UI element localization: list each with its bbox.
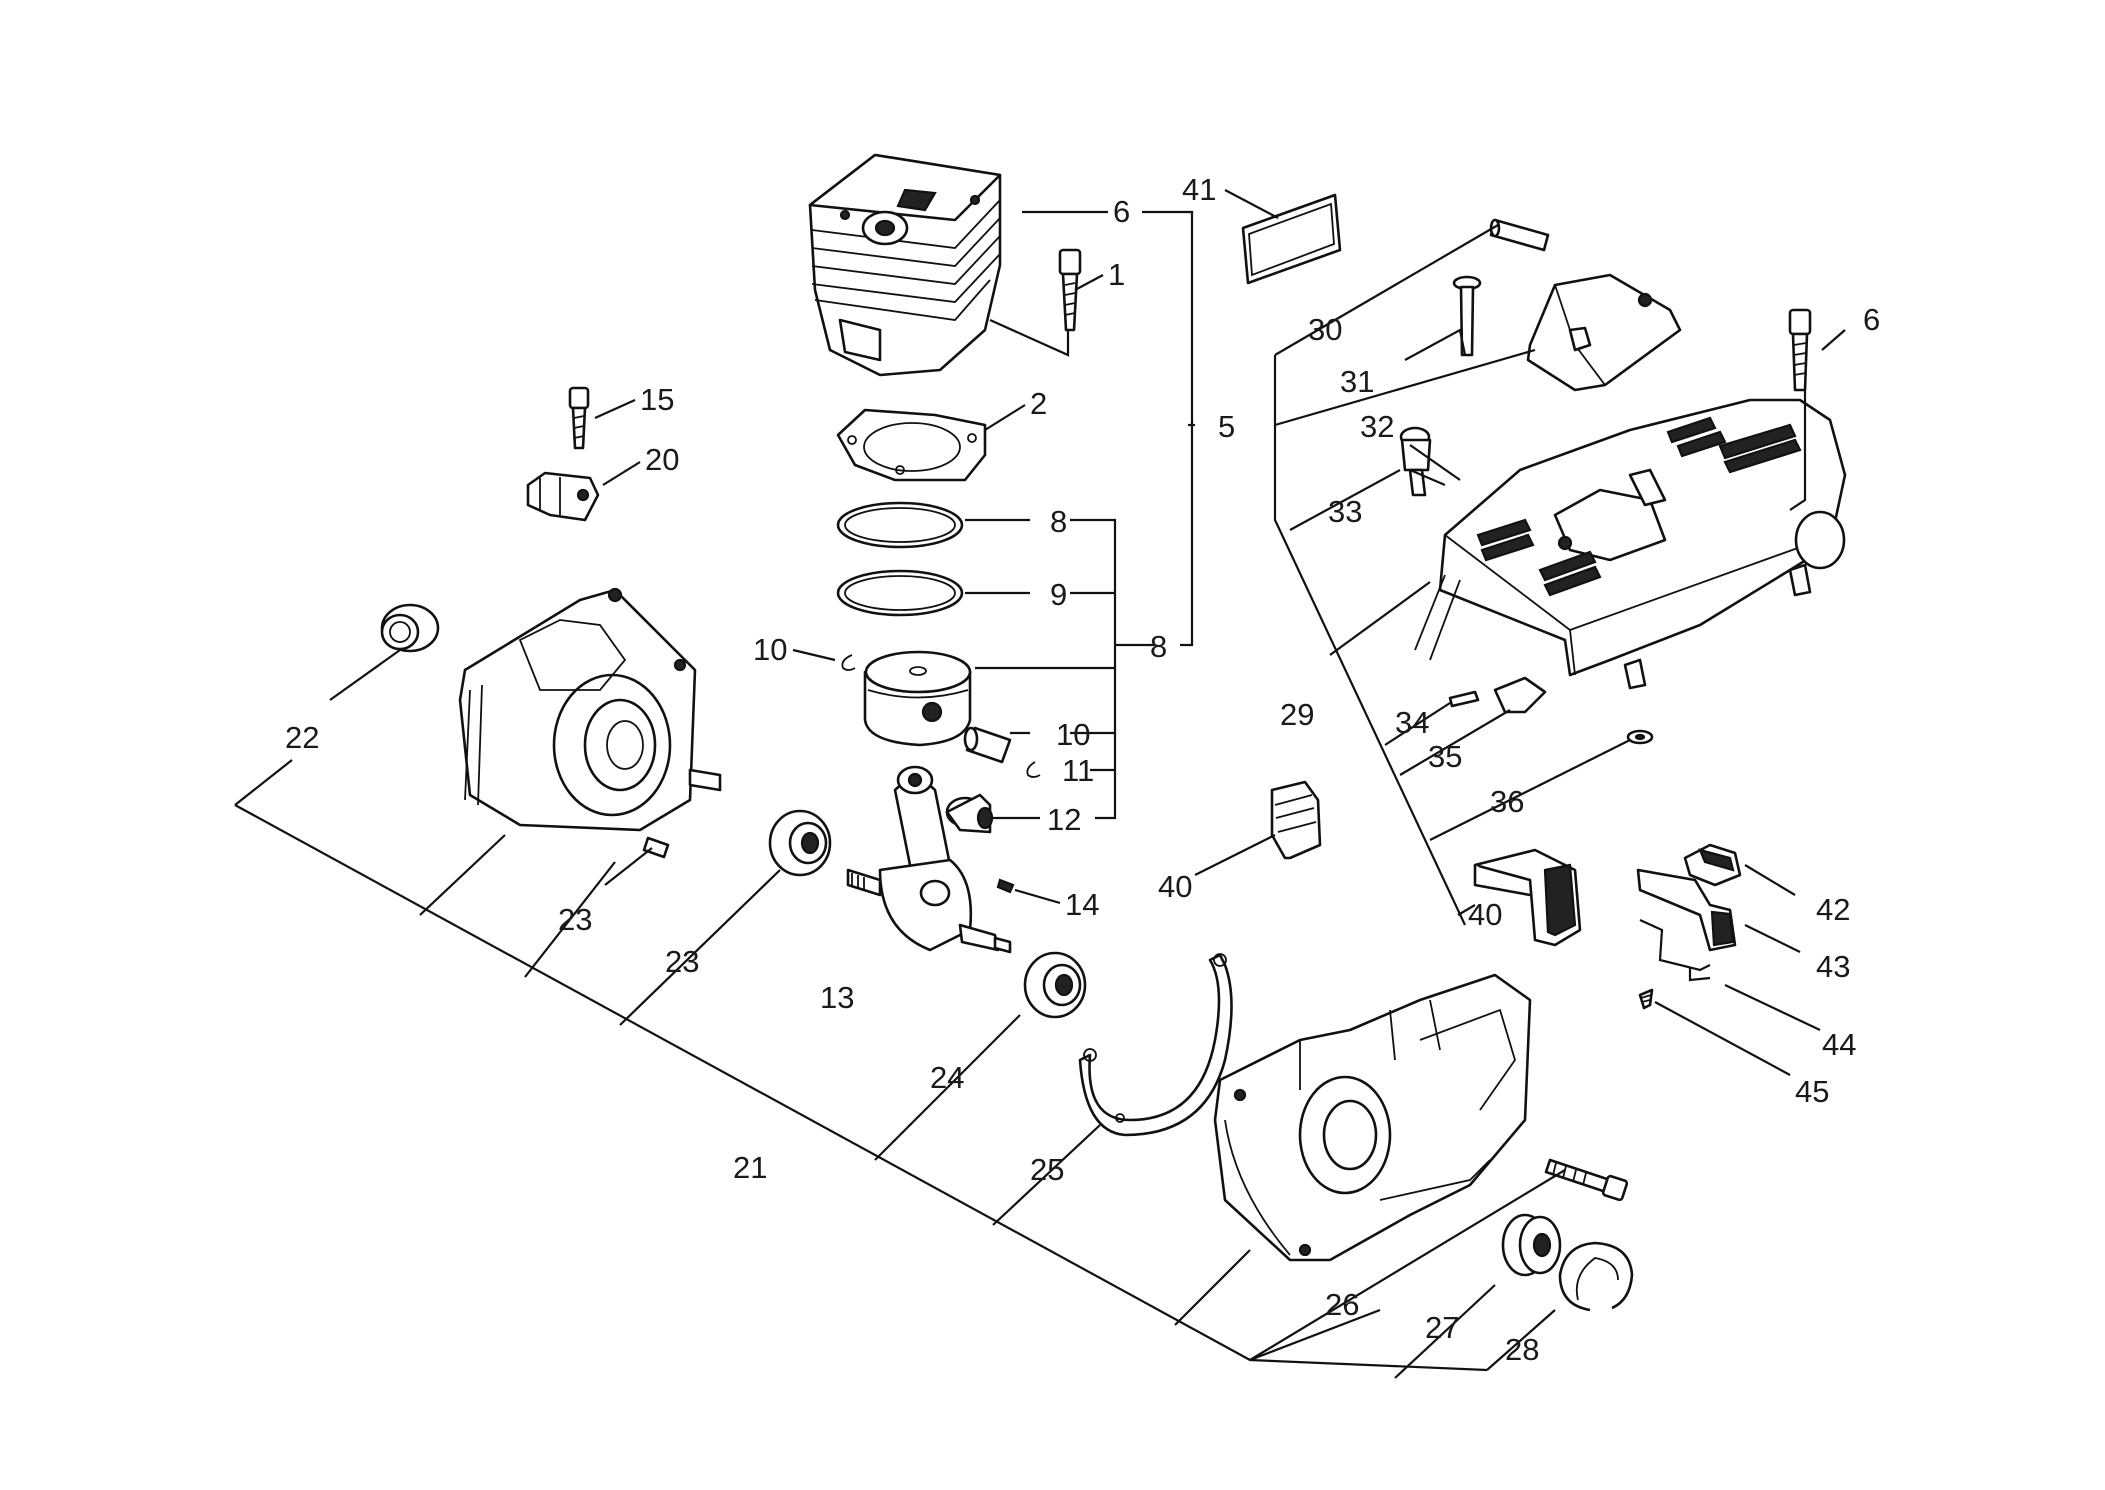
part-tapping-screw (1638, 988, 1654, 1010)
part-cylinder (808, 153, 1002, 377)
part-chain-guide (1683, 843, 1742, 887)
callout-30: 31 (1340, 364, 1374, 399)
part-label-sticker (1241, 193, 1342, 285)
callout-28: 29 (1280, 697, 1314, 732)
part-filter-holder (1526, 273, 1682, 392)
part-crankcase-left (458, 587, 722, 832)
callout-9: 10 (1056, 717, 1090, 752)
callout-33: 34 (1395, 705, 1429, 740)
callout-10-left: 10 (753, 632, 787, 667)
callout-23-left: 23 (665, 944, 699, 979)
callout-20: 21 (733, 1150, 767, 1185)
callout-25: 26 (1325, 1287, 1359, 1322)
callout-43: 43 (1816, 949, 1850, 984)
part-bolt-cover (1788, 308, 1812, 392)
callout-12: 13 (820, 980, 854, 1015)
part-dowel-pin (642, 836, 670, 859)
callout-36: 40 (1468, 897, 1502, 932)
callout-41: 41 (1182, 172, 1216, 207)
part-cover-knob (1399, 426, 1432, 497)
callout-6-cylinder: 6 (1113, 194, 1130, 229)
part-piston-ring-upper (836, 501, 964, 549)
callout-8-lower: 9 (1050, 577, 1067, 612)
part-piston-pin (963, 726, 1012, 764)
callout-23-right: 24 (930, 1060, 964, 1095)
callout-34: 35 (1428, 739, 1462, 774)
callout-40: 40 (1158, 869, 1192, 904)
part-small-pin (1448, 690, 1480, 708)
part-bolt-small (568, 386, 590, 450)
callout-13: 14 (1065, 887, 1099, 922)
part-woodruff-key (996, 878, 1015, 894)
part-crankcase-right (1213, 973, 1532, 1262)
callout-44: 44 (1822, 1027, 1856, 1062)
leader-lines (234, 189, 1846, 1379)
callout-10-right: 11 (1062, 753, 1094, 788)
callout-15: 20 (645, 442, 679, 477)
part-filter-bracket (1473, 848, 1582, 947)
part-bracket (526, 471, 600, 522)
part-latch (1493, 676, 1547, 714)
callout-2: 2 (1030, 386, 1047, 421)
part-piston (863, 650, 972, 747)
callout-14: 15 (640, 382, 674, 417)
part-oil-seal-left (380, 603, 440, 653)
callout-21: 22 (285, 720, 319, 755)
callout-31: 32 (1360, 409, 1394, 444)
part-gasket (836, 408, 987, 482)
part-circlip-right (1026, 761, 1041, 778)
part-crankcase-gasket (1078, 953, 1233, 1137)
part-piston-ring-lower (836, 569, 964, 617)
callout-5: 5 (1218, 409, 1235, 444)
callout-numbers: 6 1 2 5 8 9 8 10 10 11 12 14 13 15 20 22… (285, 172, 1880, 1367)
part-washer (1626, 729, 1654, 745)
part-snap-ring (1558, 1241, 1634, 1312)
part-ball-bearing-right (1023, 951, 1087, 1019)
callout-6-cover: 6 (1863, 302, 1880, 337)
part-cover-screw (1452, 275, 1482, 357)
part-circlip-left (841, 654, 856, 671)
callout-45: 45 (1795, 1074, 1829, 1109)
callout-29: 30 (1308, 312, 1342, 347)
part-ball-bearing-left (768, 809, 832, 877)
part-bolt-cylinder (1058, 248, 1082, 332)
part-top-cover (1414, 398, 1847, 690)
callout-7: 8 (1150, 629, 1167, 664)
part-crankcase-bolt (1544, 1158, 1629, 1202)
callout-32: 33 (1328, 494, 1362, 529)
callout-27: 28 (1505, 1332, 1539, 1367)
callout-22: 23 (558, 902, 592, 937)
callout-8-upper: 8 (1050, 504, 1067, 539)
part-needle-bearing (945, 793, 994, 834)
callout-42: 42 (1816, 892, 1850, 927)
part-cover-pin (1489, 218, 1550, 252)
callout-1: 1 (1108, 257, 1125, 292)
part-oil-seal-right (1501, 1213, 1562, 1277)
callout-11: 12 (1047, 802, 1081, 837)
part-crankshaft (846, 765, 1012, 954)
part-rubber-damper (1270, 780, 1322, 860)
callout-26: 27 (1425, 1310, 1459, 1345)
callout-24: 25 (1030, 1152, 1064, 1187)
callout-35: 36 (1490, 784, 1524, 819)
part-plate (1636, 868, 1737, 952)
part-wire-bracket (1639, 918, 1711, 982)
